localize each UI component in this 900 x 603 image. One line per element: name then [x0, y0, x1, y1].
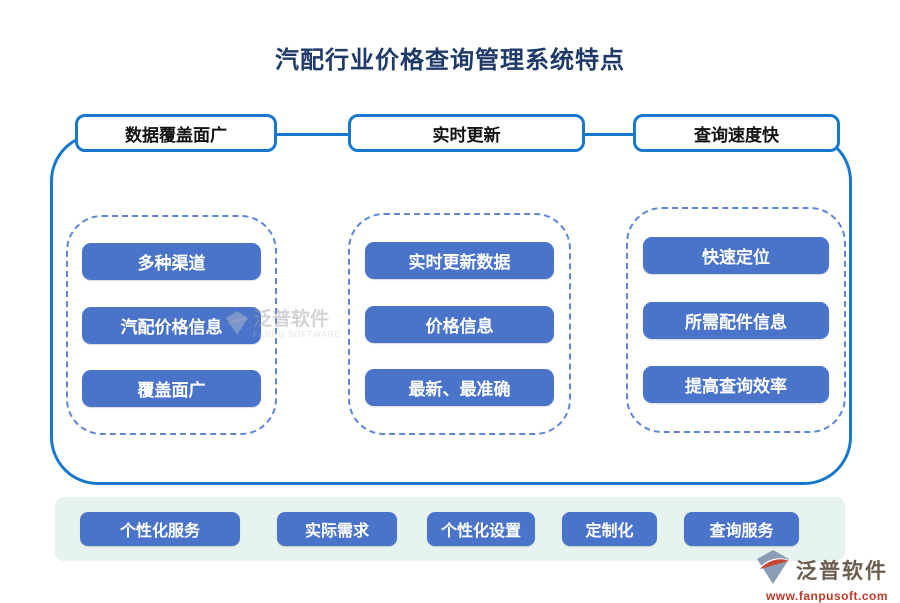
feature-item: 实时更新数据	[365, 241, 554, 279]
feature-item: 汽配价格信息	[82, 306, 261, 344]
tag-item: 查询服务	[684, 512, 799, 546]
feature-item: 多种渠道	[82, 243, 261, 281]
tag-item: 个性化设置	[427, 512, 535, 546]
brand-name: 泛普软件	[796, 559, 888, 583]
brand-url: www.fanpusoft.com	[765, 589, 888, 603]
group-query-speed: 快速定位 所需配件信息 提高查询效率	[626, 207, 846, 433]
feature-item: 最新、最准确	[365, 369, 554, 407]
feature-item: 覆盖面广	[82, 369, 261, 407]
feature-item: 价格信息	[365, 305, 554, 343]
tag-item: 个性化服务	[80, 512, 240, 546]
feature-item: 提高查询效率	[643, 366, 829, 404]
page-title: 汽配行业价格查询管理系统特点	[275, 47, 625, 74]
tab-data-coverage: 数据覆盖面广	[75, 114, 277, 152]
tab-query-speed: 查询速度快	[633, 114, 840, 152]
feature-item: 快速定位	[643, 236, 829, 274]
group-realtime-update: 实时更新数据 价格信息 最新、最准确	[348, 213, 571, 435]
bottom-tags-strip: 个性化服务 实际需求 个性化设置 定制化 查询服务	[55, 497, 845, 561]
fanpu-logo-icon	[754, 549, 792, 590]
group-data-coverage: 多种渠道 汽配价格信息 覆盖面广	[66, 215, 277, 435]
brand-footer: 泛普软件 www.fanpusoft.com	[754, 549, 888, 603]
tab-realtime-update: 实时更新	[348, 114, 585, 152]
tag-item: 定制化	[562, 512, 657, 546]
feature-item: 所需配件信息	[643, 301, 829, 339]
tag-item: 实际需求	[277, 512, 397, 546]
